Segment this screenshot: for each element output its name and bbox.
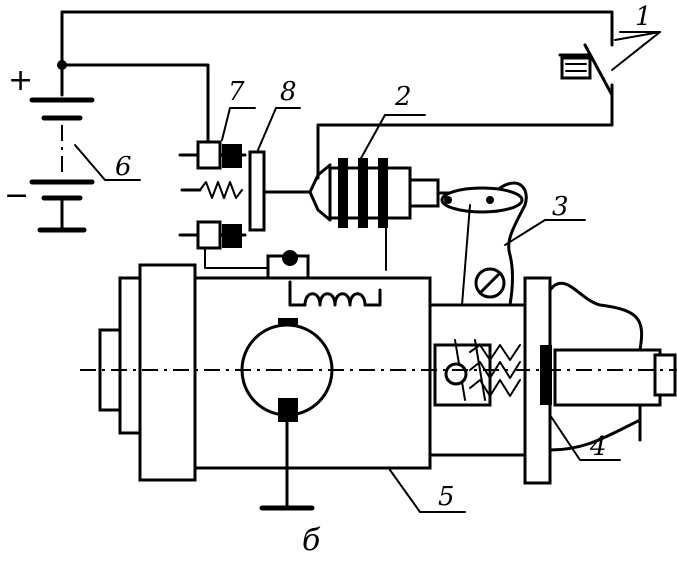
figure-caption: б (302, 523, 321, 558)
label-4: 4 (589, 432, 607, 462)
starter-motor (98, 250, 677, 511)
label-2: 2 (394, 82, 412, 112)
label-5: 5 (438, 482, 455, 512)
battery-minus-sign: − (4, 178, 29, 213)
label-7: 7 (228, 77, 245, 107)
terminals (178, 140, 312, 250)
leader-lines (74, 31, 661, 513)
battery-plus-sign: + (8, 63, 33, 98)
drive-fork (459, 181, 528, 332)
label-6: 6 (115, 152, 132, 182)
label-1: 1 (635, 2, 652, 32)
traction-relay (308, 158, 524, 228)
label-8: 8 (280, 77, 297, 107)
ignition-switch (558, 33, 614, 97)
battery: + − (4, 63, 95, 233)
label-3: 3 (552, 192, 569, 222)
